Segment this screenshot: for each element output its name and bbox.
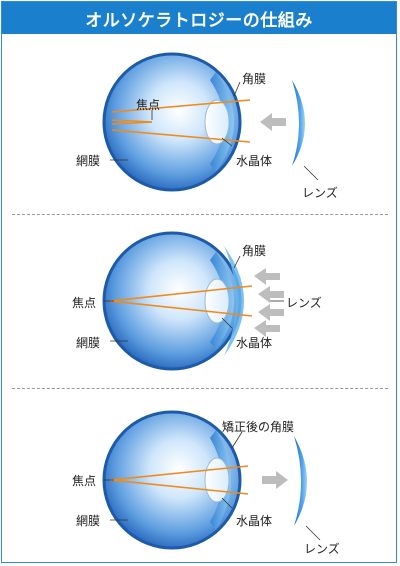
leader-cornea [233, 255, 241, 269]
panel-1-illustration [102, 52, 319, 192]
arrow-icon [254, 320, 280, 337]
crystalline-lens [204, 278, 230, 324]
label-retina: 網膜 [76, 154, 101, 168]
light-rays [111, 99, 251, 143]
leader-crystalline [221, 497, 233, 509]
separator-2 [12, 388, 388, 389]
label-lens: レンズ [302, 186, 338, 200]
crystalline-lens [204, 457, 230, 503]
light-rays [109, 285, 253, 317]
arrow-icon [254, 268, 280, 285]
label-crystalline: 水晶体 [236, 514, 273, 528]
label-cornea: 矯正後の角膜 [222, 420, 295, 434]
contact-lens [292, 80, 305, 166]
crystalline-lens [204, 99, 230, 145]
eyeball [102, 52, 242, 192]
label-lens: レンズ [304, 542, 340, 556]
cornea [210, 252, 234, 350]
cornea [210, 72, 234, 172]
label-crystalline: 水晶体 [236, 336, 273, 350]
separator-1 [12, 214, 388, 215]
label-cornea: 角膜 [242, 72, 267, 86]
label-lens: レンズ [286, 296, 322, 310]
light-rays [109, 465, 249, 495]
panel-myopia: 角膜 焦点 網膜 水晶体 レンズ [2, 34, 398, 214]
cornea [210, 430, 231, 530]
contact-lens [294, 436, 307, 526]
arrow-icon [260, 113, 286, 131]
panel-corrected: 矯正後の角膜 焦点 網膜 水晶体 レンズ [2, 390, 398, 562]
label-focus: 焦点 [136, 98, 161, 112]
panel-3-illustration [102, 410, 321, 550]
panel-wearing: 角膜 焦点 網膜 水晶体 レンズ [2, 216, 398, 386]
page-title: オルソケラトロジーの仕組み [2, 2, 396, 34]
panel-2-illustration [102, 231, 284, 371]
leader-lens [303, 165, 319, 181]
arrow-icon [262, 471, 288, 489]
label-retina: 網膜 [76, 336, 101, 350]
label-cornea: 角膜 [242, 244, 267, 258]
label-crystalline: 水晶体 [236, 154, 273, 168]
leader-lens [305, 525, 321, 541]
arrow-icon [258, 286, 284, 303]
label-focus: 焦点 [72, 474, 97, 488]
label-retina: 網膜 [76, 514, 101, 528]
leader-crystalline [221, 137, 233, 147]
arrow-icon [258, 304, 284, 321]
leader-cornea [233, 81, 241, 97]
contact-lens [224, 246, 244, 356]
leader-cornea [231, 431, 243, 449]
label-focus: 焦点 [72, 296, 97, 310]
leader-crystalline [221, 317, 233, 329]
